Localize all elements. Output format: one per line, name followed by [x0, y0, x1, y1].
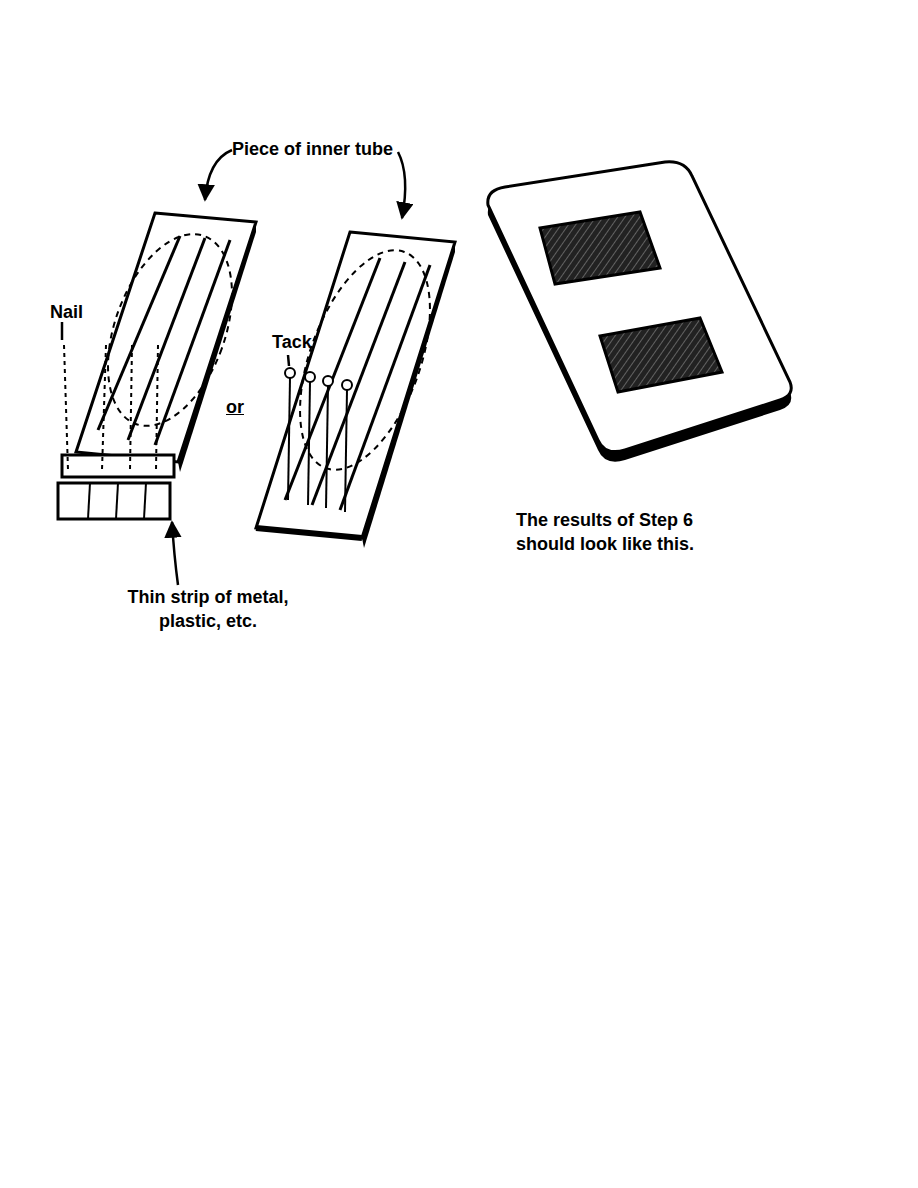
caption-note: The results of Step 6 should look like t… [516, 508, 721, 557]
leader-lines [62, 150, 405, 585]
callout-label: Thin strip of metal, plastic, etc. [108, 585, 308, 634]
callout-label: Nail [50, 300, 110, 324]
callout-label: Piece of inner tube [232, 137, 432, 161]
callout-label: Tack [272, 330, 332, 354]
inner-tube-pad-tacked [256, 232, 456, 548]
conjunction-label: or [226, 395, 266, 419]
finished-pad [488, 162, 791, 462]
inner-tube-pad-nailed [58, 213, 256, 519]
